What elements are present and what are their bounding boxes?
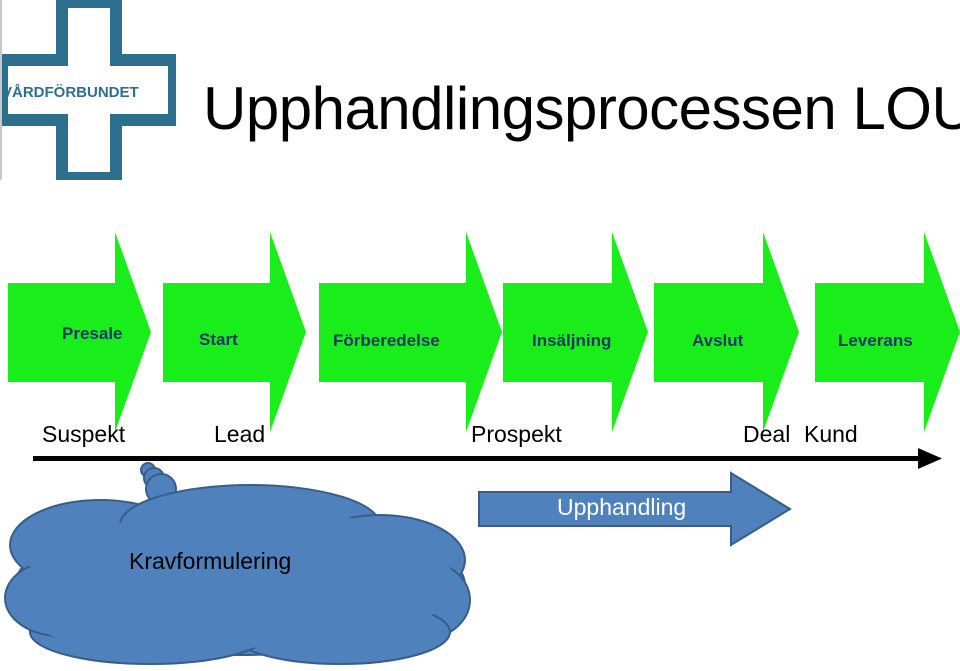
page-title: Upphandlingsprocessen LOU bbox=[203, 75, 960, 142]
upphandling-label: Upphandling bbox=[557, 494, 687, 520]
stage-label-leverans: Leverans bbox=[838, 331, 913, 350]
stage-label-start: Start bbox=[199, 330, 238, 349]
stage-label-förberedelse: Förberedelse bbox=[333, 331, 440, 350]
stage-label-insäljning: Insäljning bbox=[532, 331, 612, 350]
milestone-lead: Lead bbox=[214, 421, 266, 447]
stage-label-avslut: Avslut bbox=[692, 331, 744, 350]
vardforbundet-logo: VÅRDFÖRBUNDET bbox=[0, 0, 176, 180]
kravformulering-cloud bbox=[4, 462, 471, 665]
stage-arrow-avslut bbox=[654, 232, 799, 432]
stage-arrow-start bbox=[163, 232, 306, 432]
stage-arrow-förberedelse bbox=[319, 232, 502, 432]
stage-arrow-leverans bbox=[815, 232, 960, 432]
timeline-arrow bbox=[33, 448, 942, 469]
logo-text: VÅRDFÖRBUNDET bbox=[2, 84, 139, 101]
kravformulering-label: Kravformulering bbox=[129, 548, 292, 574]
milestone-deal: Deal bbox=[743, 421, 791, 447]
stage-arrow-presale bbox=[8, 232, 151, 432]
stage-arrow-insäljning bbox=[503, 232, 648, 432]
stage-label-presale: Presale bbox=[62, 324, 123, 343]
milestone-kund: Kund bbox=[804, 421, 858, 447]
upphandling-arrow bbox=[478, 471, 792, 547]
milestone-suspekt: Suspekt bbox=[42, 421, 126, 447]
milestone-prospekt: Prospekt bbox=[471, 421, 562, 447]
